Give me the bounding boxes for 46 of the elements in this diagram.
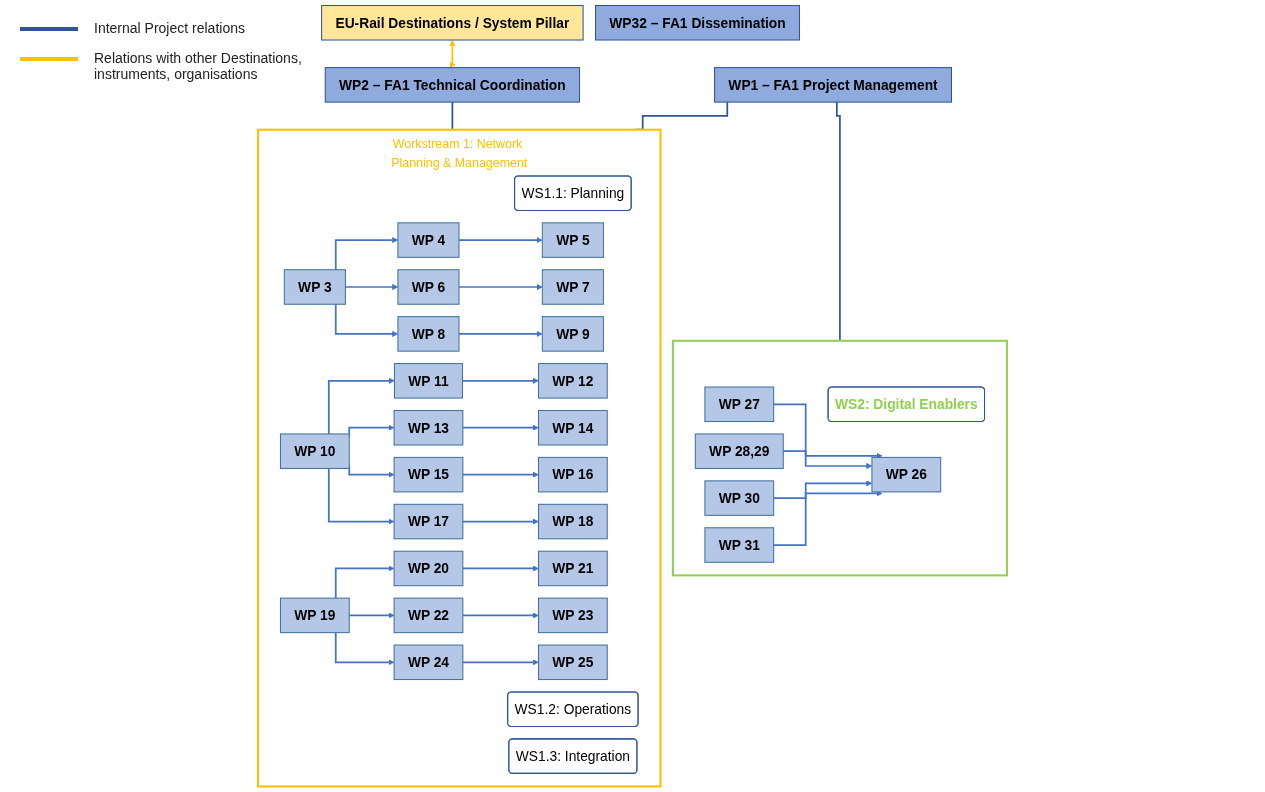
arrow [462, 612, 539, 619]
arrow [462, 565, 539, 572]
node-box: WP 3 [283, 269, 346, 305]
arrow [327, 377, 395, 435]
node-box: WP 21 [538, 550, 608, 587]
arrow [462, 518, 539, 525]
node-box: WP 20 [393, 550, 464, 587]
node-box: WP 27 [704, 386, 775, 423]
node-box: WP 18 [538, 503, 608, 540]
node-box: WP 10 [279, 433, 350, 469]
arrow [462, 424, 539, 431]
node-box: WP 11 [393, 363, 463, 399]
node-box: WP 14 [538, 409, 608, 446]
node-box: WP 5 [541, 222, 604, 258]
node-box: WP 8 [397, 316, 460, 352]
node-box: WP 16 [538, 456, 608, 493]
node-box: WP32 – FA1 Dissemination [595, 5, 800, 41]
node-box: WP 31 [704, 527, 775, 563]
node-box: WP 17 [393, 503, 464, 540]
node-box: WP1 – FA1 Project Management [714, 67, 952, 103]
node-box: WP 26 [871, 456, 942, 493]
arrow [462, 471, 539, 478]
node-box: EU-Rail Destinations / System Pillar [321, 5, 584, 41]
node-box: WP 23 [538, 597, 608, 634]
node-box: WP 30 [704, 480, 775, 516]
arrow [462, 659, 539, 666]
node-box: WP 7 [541, 269, 604, 305]
legend-label: Internal Project relations [94, 20, 245, 36]
legend-label: Relations with other Destinations, instruments, organisations [94, 50, 303, 82]
node-box: WP 6 [397, 269, 460, 305]
node-box: WP2 – FA1 Technical Coordination [324, 67, 581, 103]
node-box: WP 19 [279, 597, 350, 634]
node-box: WP 13 [393, 409, 464, 446]
arrow [449, 40, 456, 68]
node-box: WP 22 [393, 597, 464, 634]
arrow [327, 467, 395, 525]
node-box: WP 15 [393, 456, 464, 493]
cluster [671, 339, 1008, 577]
node-box: WP 28,29 [694, 433, 784, 469]
node-box: WP 4 [397, 222, 460, 258]
node-box: WP 12 [538, 363, 608, 399]
node-box: WP 24 [393, 644, 464, 681]
arrow [334, 631, 395, 666]
node-box: WP 9 [541, 316, 604, 352]
node-box: WP 25 [538, 644, 608, 681]
arrow [334, 565, 395, 599]
